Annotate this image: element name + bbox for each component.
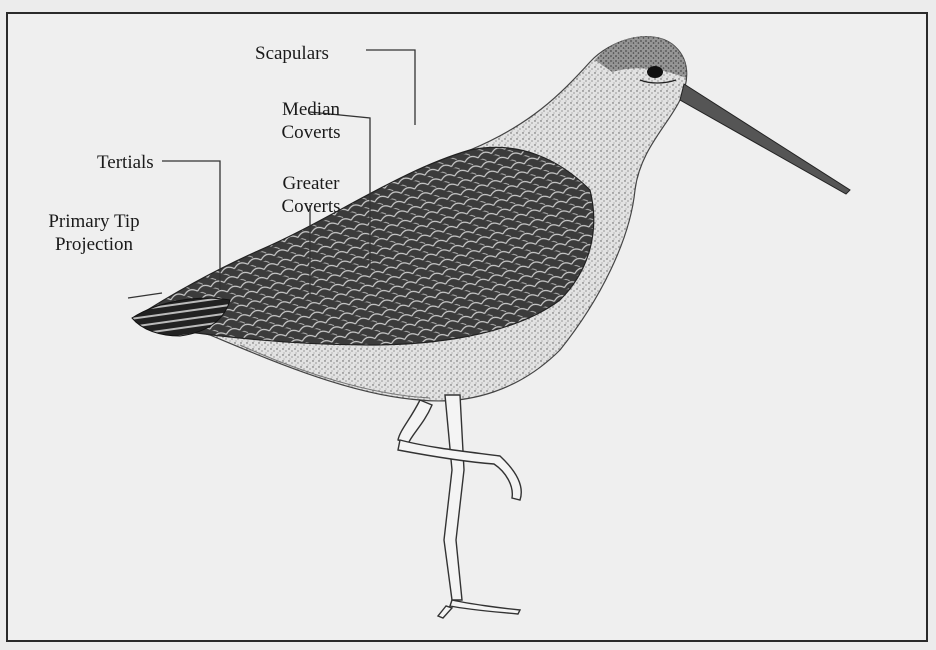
bird-eye [647,66,663,78]
label-median-line2: Coverts [268,121,354,144]
label-primary-tip-projection: Primary Tip Projection [34,210,154,256]
label-primary-line1: Primary Tip [34,210,154,233]
label-median-line1: Median [268,98,354,121]
label-scapulars: Scapulars [255,42,329,65]
label-tertials: Tertials [97,151,154,174]
leader-scapulars [366,50,415,125]
leader-tertials [162,161,220,290]
label-greater-coverts: Greater Coverts [268,172,354,218]
leader-primary-tip [128,293,162,298]
bird-bill [680,84,850,194]
label-greater-line1: Greater [268,172,354,195]
label-median-coverts: Median Coverts [268,98,354,144]
label-primary-line2: Projection [34,233,154,256]
bird-legs [398,395,521,618]
label-greater-line2: Coverts [268,195,354,218]
